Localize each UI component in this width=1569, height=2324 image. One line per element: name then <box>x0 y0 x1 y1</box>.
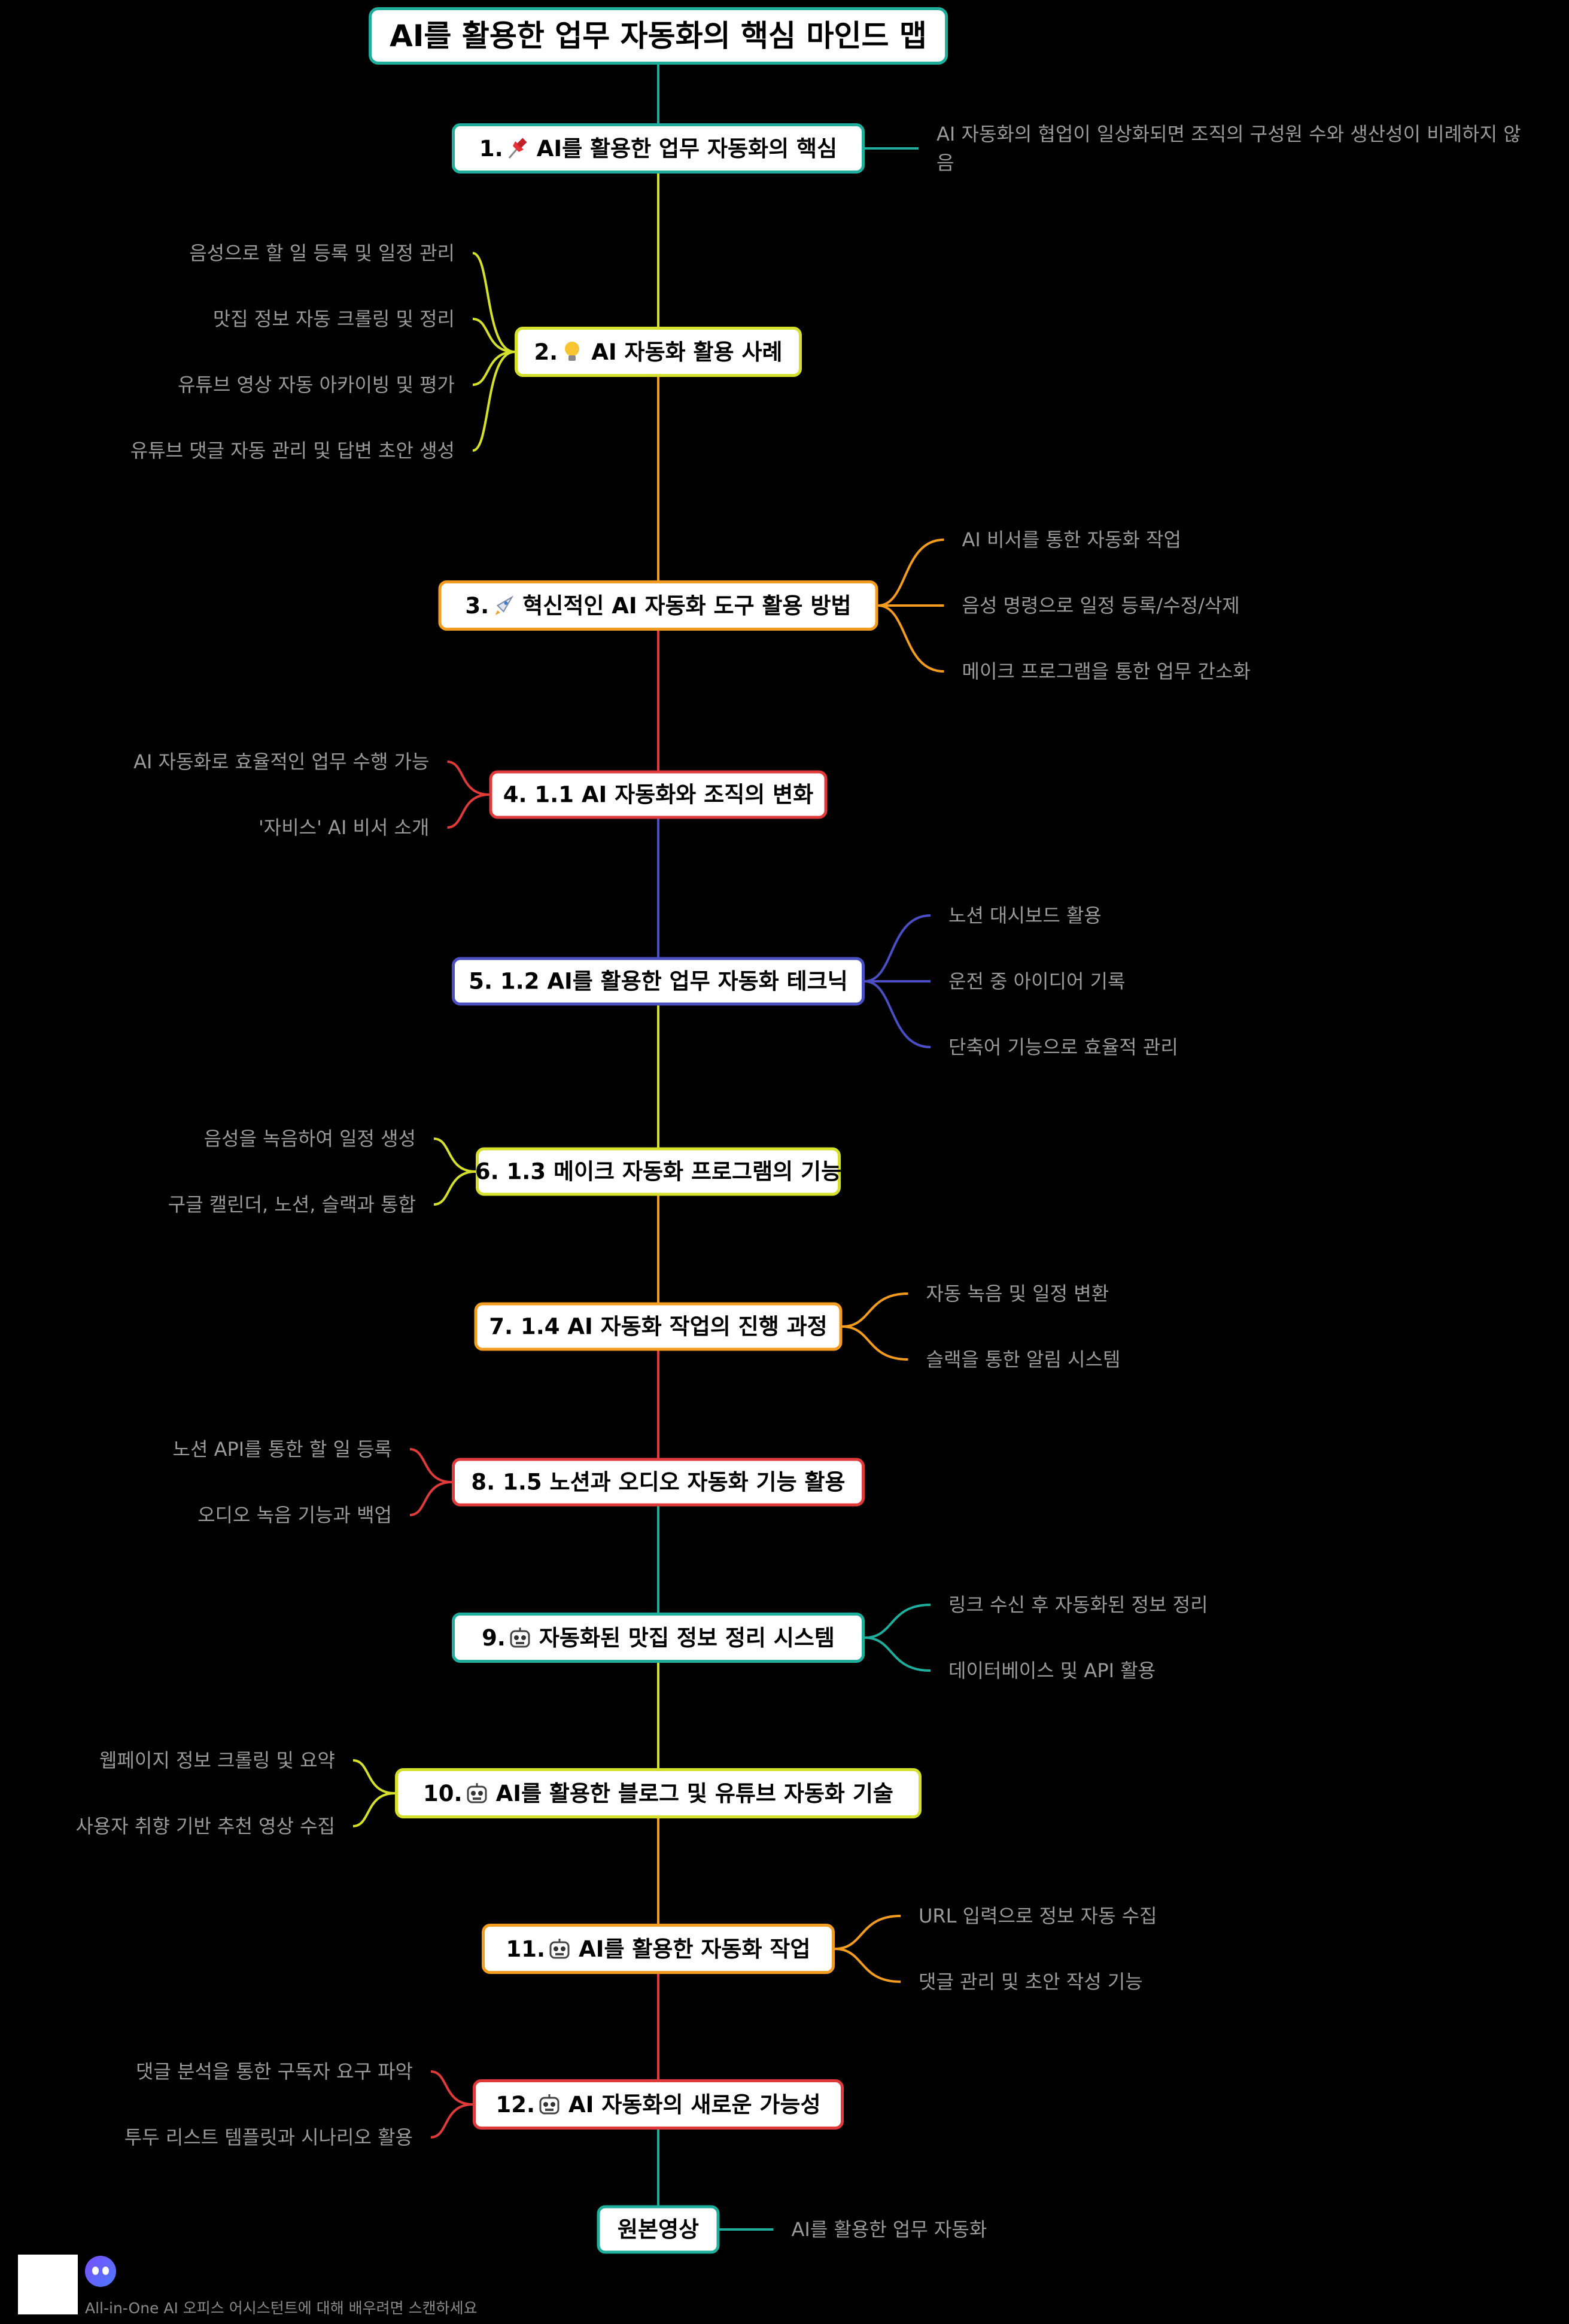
leaf-connector <box>472 351 515 452</box>
assistant-logo-icon <box>85 2256 116 2287</box>
branch-number: 9. <box>482 1625 506 1651</box>
branch-node-11: 11. AI를 활용한 자동화 작업 <box>482 1924 835 1974</box>
leaf-text: URL 입력으로 정보 자동 수집 <box>919 1905 1157 1927</box>
leaf-text: 노션 API를 통한 할 일 등록 <box>172 1438 392 1461</box>
leaf-connector <box>352 1759 396 1794</box>
branch-label: 혁신적인 AI 자동화 도구 활용 방법 <box>522 592 852 619</box>
leaf-text: AI 자동화로 효율적인 업무 수행 가능 <box>133 750 430 773</box>
leaf-text: 댓글 관리 및 초안 작성 기능 <box>919 1970 1143 1993</box>
leaf-text: 노션 대시보드 활용 <box>948 904 1102 927</box>
leaf-text: 웹페이지 정보 크롤링 및 요약 <box>99 1749 335 1772</box>
robot-icon <box>537 2092 561 2116</box>
leaf-text: '자비스' AI 비서 소개 <box>258 816 430 839</box>
leaf-text: 오디오 녹음 기능과 백업 <box>197 1504 392 1526</box>
branch-label: 자동화된 맛집 정보 정리 시스템 <box>539 1625 835 1651</box>
leaf-text: 슬랙을 통한 알림 시스템 <box>926 1348 1121 1371</box>
leaf-connector <box>864 1604 931 1639</box>
leaf-connector <box>409 1448 452 1483</box>
leaf-text: 투두 리스트 템플릿과 시나리오 활용 <box>124 2126 413 2149</box>
leaf-connector <box>447 793 489 829</box>
leaf-text: 자동 녹음 및 일정 변환 <box>926 1282 1109 1305</box>
leaf-text: 사용자 취향 기반 추천 영상 수집 <box>75 1815 335 1838</box>
leaf-connector <box>430 2103 473 2139</box>
branch-node-6: 6. 1.3 메이크 자동화 프로그램의 기능 <box>475 1147 841 1196</box>
branch-node-9: 9. 자동화된 맛집 정보 정리 시스템 <box>452 1613 865 1663</box>
branch-label: AI 자동화 활용 사례 <box>591 339 783 365</box>
leaf-text: 구글 캘린더, 노션, 슬랙과 통합 <box>168 1193 416 1216</box>
leaf-connector <box>433 1137 476 1173</box>
leaf-text: 음성으로 할 일 등록 및 일정 관리 <box>189 242 455 264</box>
branch-label: AI를 활용한 업무 자동화의 핵심 <box>536 135 838 162</box>
leaf-connector <box>878 539 944 607</box>
leaf-connector <box>472 318 515 353</box>
leaf-text: AI 자동화의 협업이 일상화되면 조직의 구성원 수와 생산성이 비례하지 않… <box>936 123 1521 174</box>
root-node: AI를 활용한 업무 자동화의 핵심 마인드 맵 <box>369 7 948 65</box>
leaf-connector <box>864 1636 931 1672</box>
branch-label: AI 자동화의 새로운 가능성 <box>568 2091 821 2118</box>
leaf-connector <box>842 1325 908 1361</box>
leaf-text: 단축어 기능으로 효율적 관리 <box>948 1036 1178 1058</box>
leaf-connector <box>864 980 931 1048</box>
leaf-text: 음성 명령으로 일정 등록/수정/삭제 <box>962 594 1240 617</box>
leaf-connector <box>864 914 931 982</box>
leaf-connector <box>834 1948 901 1983</box>
footer-text: All-in-One AI 오피스 어시스턴트에 대해 배우려면 스캔하세요 <box>85 2299 478 2317</box>
leaf-connector <box>472 351 515 386</box>
leaf-text: 운전 중 아이디어 기록 <box>948 970 1126 993</box>
leaf-connector <box>834 1915 901 1950</box>
leaf-text: 음성을 녹음하여 일정 생성 <box>203 1127 416 1150</box>
branch-node-10: 10. AI를 활용한 블로그 및 유튜브 자동화 기술 <box>395 1768 922 1818</box>
robot-icon <box>548 1937 571 1961</box>
branch-node-12: 12. AI 자동화의 새로운 가능성 <box>473 2079 844 2130</box>
leaf-connector <box>878 604 944 673</box>
leaf-text: 맛집 정보 자동 크롤링 및 정리 <box>212 308 455 330</box>
branch-number: 10. <box>423 1780 463 1806</box>
leaf-connector <box>409 1481 452 1516</box>
branch-number: 12. <box>495 2091 536 2118</box>
leaf-text: AI를 활용한 업무 자동화 <box>791 2218 987 2241</box>
branch-node-3: 3. 혁신적인 AI 자동화 도구 활용 방법 <box>438 580 878 631</box>
branch-label: AI를 활용한 블로그 및 유튜브 자동화 기술 <box>495 1780 893 1806</box>
branch-number: 3. <box>465 592 489 619</box>
branch-label: AI를 활용한 자동화 작업 <box>579 1936 811 1962</box>
branch-node-4: 4. 1.1 AI 자동화와 조직의 변화 <box>489 770 828 819</box>
branch-node-8: 8. 1.5 노션과 오디오 자동화 기능 활용 <box>452 1458 865 1507</box>
leaf-text: 링크 수신 후 자동화된 정보 정리 <box>948 1593 1208 1616</box>
pushpin-icon <box>506 136 530 160</box>
branch-node-13: 원본영상 <box>597 2205 720 2254</box>
leaf-text: 유튜브 댓글 자동 관리 및 답변 초안 생성 <box>130 439 455 462</box>
leaf-text: AI 비서를 통한 자동화 작업 <box>962 528 1181 551</box>
lightbulb-icon <box>560 340 584 364</box>
branch-node-1: 1. AI를 활용한 업무 자동화의 핵심 <box>452 123 865 174</box>
robot-icon <box>508 1626 532 1650</box>
leaf-text: 댓글 분석을 통한 구독자 요구 파악 <box>135 2060 413 2083</box>
qr-code-icon <box>18 2255 78 2314</box>
rocket-icon <box>491 594 515 617</box>
branch-number: 11. <box>506 1936 546 1962</box>
branch-number: 1. <box>479 135 503 162</box>
leaf-connector <box>842 1292 908 1328</box>
leaf-text: 메이크 프로그램을 통한 업무 간소화 <box>962 660 1251 683</box>
robot-icon <box>465 1781 489 1805</box>
leaf-connector <box>430 2070 473 2106</box>
leaf-connector <box>433 1170 476 1206</box>
branch-node-2: 2. AI 자동화 활용 사례 <box>515 327 802 377</box>
branch-number: 2. <box>534 339 558 365</box>
branch-node-7: 7. 1.4 AI 자동화 작업의 진행 과정 <box>474 1302 843 1351</box>
leaf-text: 데이터베이스 및 API 활용 <box>948 1659 1156 1682</box>
branch-node-5: 5. 1.2 AI를 활용한 업무 자동화 테크닉 <box>452 957 865 1006</box>
leaf-text: 유튜브 영상 자동 아카이빙 및 평가 <box>177 373 455 396</box>
leaf-connector <box>472 252 515 353</box>
leaf-connector <box>447 761 489 796</box>
leaf-connector <box>352 1792 396 1827</box>
